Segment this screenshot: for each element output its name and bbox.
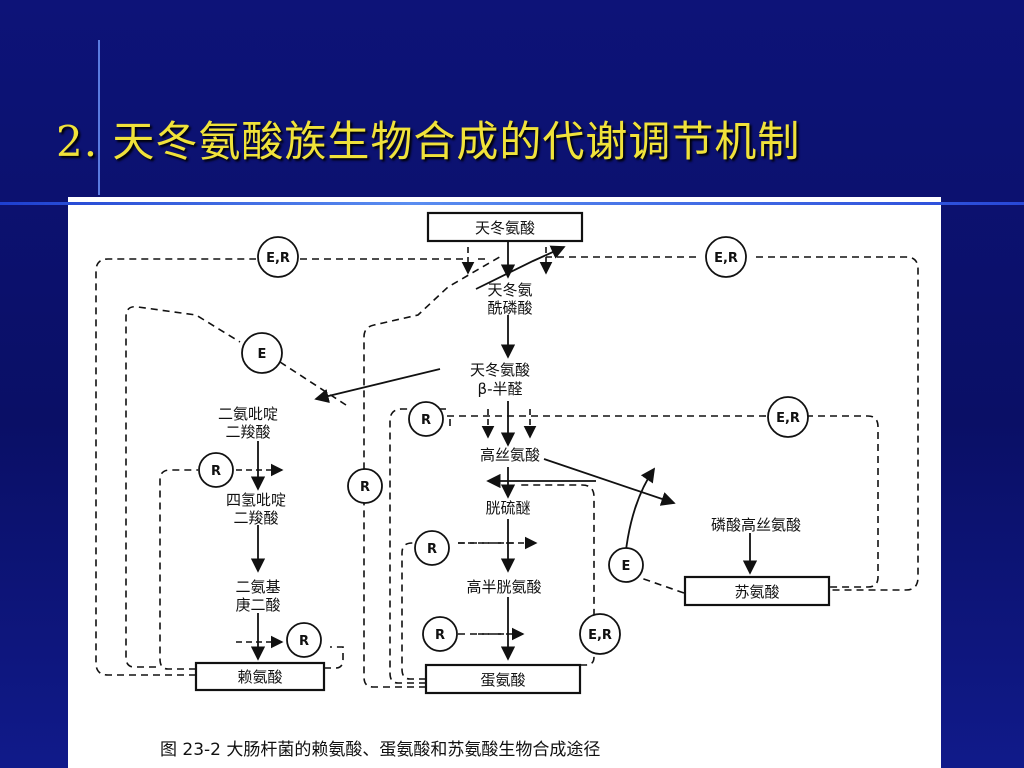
svg-text:E,R: E,R bbox=[266, 251, 290, 266]
lys-to-dhdps-loop bbox=[125, 305, 241, 668]
regulator-r-dhdpr: R bbox=[198, 452, 234, 488]
arrow-asa-to-dhdp bbox=[314, 368, 441, 404]
regulator-r-left-mid: R bbox=[347, 468, 383, 504]
title-vertical-rule bbox=[98, 40, 100, 195]
pathway-diagram-panel: 天冬氨酸 赖氨酸 蛋氨酸 苏氨酸 天冬氨 酰磷酸 天冬氨酸 β-半醛 二氨吡啶 … bbox=[68, 197, 941, 768]
svg-text:R: R bbox=[211, 464, 221, 479]
node-asa-line2: β-半醛 bbox=[478, 380, 523, 398]
svg-text:R: R bbox=[299, 634, 309, 649]
node-thdp-line2: 二羧酸 bbox=[233, 509, 278, 527]
box-thr: 苏氨酸 bbox=[683, 575, 831, 607]
node-asp-p-line2: 酰磷酸 bbox=[487, 299, 532, 317]
inhibition-marks bbox=[236, 247, 553, 649]
met-to-hsd-loop-2 bbox=[389, 408, 426, 684]
svg-text:E,R: E,R bbox=[776, 411, 800, 426]
node-cysta: 胱硫醚 bbox=[485, 499, 530, 517]
regulator-r-hsd: R bbox=[408, 401, 444, 437]
box-met: 蛋氨酸 bbox=[424, 663, 582, 695]
arrow-hse-to-phse bbox=[543, 458, 676, 506]
thr-to-ak-loop bbox=[756, 256, 919, 591]
svg-text:E,R: E,R bbox=[588, 628, 612, 643]
regulator-er-top-right: E,R bbox=[705, 236, 747, 278]
thr-to-hsd-loop bbox=[806, 415, 879, 588]
box-lys-label: 赖氨酸 bbox=[237, 668, 282, 686]
title-horizontal-rule bbox=[0, 202, 1024, 205]
lys-to-ak-loop bbox=[95, 258, 256, 676]
regulator-er-hsd: E,R bbox=[767, 396, 809, 438]
regulator-e-left: E bbox=[241, 332, 283, 374]
svg-text:R: R bbox=[421, 413, 431, 428]
figure-caption: 图 23-2 大肠杆菌的赖氨酸、蛋氨酸和苏氨酸生物合成途径 bbox=[160, 740, 600, 760]
box-asp: 天冬氨酸 bbox=[426, 211, 584, 243]
regulator-e-thr: E bbox=[608, 547, 644, 583]
arrow-aspp-back bbox=[475, 245, 566, 290]
node-asa-line1: 天冬氨酸 bbox=[470, 361, 530, 379]
lys-to-dhdpr-loop bbox=[159, 469, 198, 670]
node-asp-p-line1: 天冬氨 bbox=[487, 281, 532, 299]
intermediates: 天冬氨 酰磷酸 天冬氨酸 β-半醛 二氨吡啶 二羧酸 四氢吡啶 二羧酸 二氨基 … bbox=[218, 281, 801, 614]
node-hse: 高丝氨酸 bbox=[480, 446, 540, 464]
regulator-er-top-left: E,R bbox=[257, 236, 299, 278]
node-hcys: 高半胱氨酸 bbox=[466, 578, 541, 596]
node-dap-line1: 二氨基 bbox=[235, 578, 280, 596]
node-dap-line2: 庚二酸 bbox=[235, 596, 280, 614]
regulator-er-met: E,R bbox=[579, 613, 621, 655]
box-met-label: 蛋氨酸 bbox=[480, 671, 525, 689]
slide-title: 2. 天冬氨酸族生物合成的代谢调节机制 bbox=[56, 117, 801, 166]
node-dhdp-line2: 二羧酸 bbox=[225, 423, 270, 441]
box-thr-label: 苏氨酸 bbox=[734, 583, 779, 601]
node-thdp-line1: 四氢吡啶 bbox=[226, 491, 286, 509]
svg-text:R: R bbox=[360, 480, 370, 495]
regulators: E,R E,R E R E,R R R R E R E,R R bbox=[198, 236, 809, 658]
node-phse: 磷酸高丝氨酸 bbox=[711, 516, 801, 534]
node-dhdp-line1: 二氨吡啶 bbox=[218, 405, 278, 423]
svg-text:R: R bbox=[427, 542, 437, 557]
lys-to-dhdps-loop-tail bbox=[279, 361, 347, 406]
svg-text:E,R: E,R bbox=[714, 251, 738, 266]
svg-text:R: R bbox=[435, 628, 445, 643]
lys-self-loop bbox=[324, 646, 344, 669]
met-er-loop bbox=[518, 484, 595, 666]
thr-to-thr-synthase-loop bbox=[637, 576, 685, 594]
svg-text:E: E bbox=[622, 559, 631, 574]
met-to-hsd-loop bbox=[363, 254, 504, 688]
svg-text:E: E bbox=[258, 347, 267, 362]
box-lys: 赖氨酸 bbox=[194, 661, 326, 692]
regulator-r-cysta: R bbox=[414, 530, 450, 566]
regulator-r-lys: R bbox=[286, 622, 322, 658]
pathway-diagram: 天冬氨酸 赖氨酸 蛋氨酸 苏氨酸 天冬氨 酰磷酸 天冬氨酸 β-半醛 二氨吡啶 … bbox=[95, 211, 919, 760]
met-inner-loop bbox=[401, 542, 426, 680]
regulator-r-hcys: R bbox=[422, 616, 458, 652]
box-asp-label: 天冬氨酸 bbox=[475, 219, 535, 237]
